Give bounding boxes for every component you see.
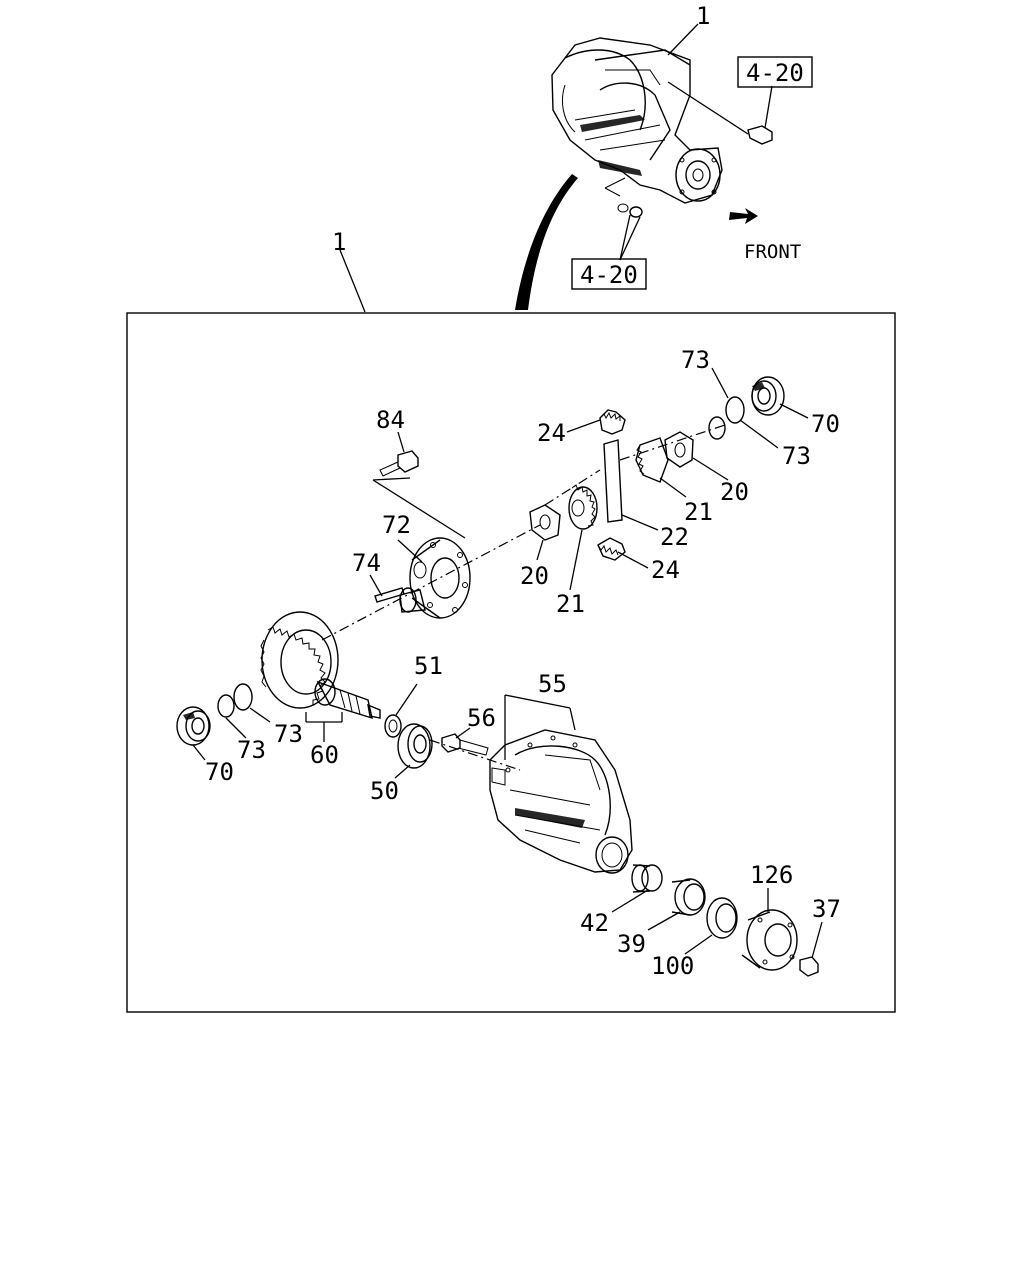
zoom-pointer [515, 174, 578, 310]
label-39: 39 [617, 930, 646, 958]
label-37: 37 [812, 895, 841, 923]
assembly-label-top: 1 [696, 2, 710, 30]
ref-box-top [737, 56, 813, 88]
part-74-pin [374, 587, 405, 603]
label-22: 22 [660, 523, 689, 551]
part-22-cross-shaft [603, 439, 623, 523]
label-73-right: 73 [782, 442, 811, 470]
label-73-top: 73 [681, 346, 710, 374]
part-37-nut [799, 956, 819, 977]
label-24-bottom: 24 [651, 556, 680, 584]
part-55-carrier [489, 729, 633, 874]
leader-lines [192, 367, 823, 959]
part-73-shim-right-b [725, 396, 745, 424]
part-42-spacer [631, 864, 663, 893]
part-20-thrust-washer-left [529, 504, 561, 541]
ref-label-bottom: 4-20 [580, 261, 638, 289]
part-56-bolt [441, 733, 489, 756]
label-126: 126 [750, 861, 793, 889]
part-51-spacer [384, 714, 402, 738]
label-72: 72 [382, 511, 411, 539]
label-50: 50 [370, 777, 399, 805]
part-84-bolt [372, 450, 466, 539]
part-70-bearing-right [751, 376, 785, 416]
label-20-left: 20 [520, 562, 549, 590]
label-20-right: 20 [720, 478, 749, 506]
part-73-shim-left-a [217, 694, 235, 718]
part-39-bearing [671, 878, 706, 916]
label-42: 42 [580, 909, 609, 937]
label-51: 51 [414, 652, 443, 680]
part-100-oil-seal [706, 897, 738, 939]
front-label: FRONT [744, 241, 801, 263]
part-21-side-gear-right [635, 437, 669, 483]
part-72-diff-case [399, 537, 471, 619]
label-21-right: 21 [684, 498, 713, 526]
part-50-bearing [397, 723, 433, 769]
part-21-side-gear-left [568, 484, 598, 530]
assembly-label-main: 1 [332, 228, 346, 256]
label-21-left: 21 [556, 590, 585, 618]
assembled-differential-illustration [551, 37, 773, 224]
part-24-pinion-bottom [597, 537, 626, 561]
label-56: 56 [467, 704, 496, 732]
ref-box-bottom [571, 258, 647, 290]
part-20-thrust-washer-right [664, 431, 694, 468]
part-73-shim-right-a [708, 416, 726, 440]
label-74: 74 [352, 549, 381, 577]
label-73-left-a: 73 [237, 736, 266, 764]
part-73-shim-left-b [233, 683, 253, 711]
label-24-top: 24 [537, 419, 566, 447]
label-55: 55 [538, 670, 567, 698]
part-70-bearing-left [176, 706, 211, 746]
label-60: 60 [310, 741, 339, 769]
label-70-right: 70 [811, 410, 840, 438]
part-24-pinion-top [599, 409, 626, 435]
labels: 1 4-20 4-20 FRONT 1 84 72 74 24 24 73 73… [205, 2, 841, 980]
ref-label-top: 4-20 [746, 59, 804, 87]
label-70-left: 70 [205, 758, 234, 786]
label-100: 100 [651, 952, 694, 980]
part-60-ring-gear [260, 611, 381, 720]
detail-frame [126, 312, 896, 1013]
label-84: 84 [376, 406, 405, 434]
part-126-flange [741, 909, 798, 971]
label-73-left-b: 73 [274, 720, 303, 748]
